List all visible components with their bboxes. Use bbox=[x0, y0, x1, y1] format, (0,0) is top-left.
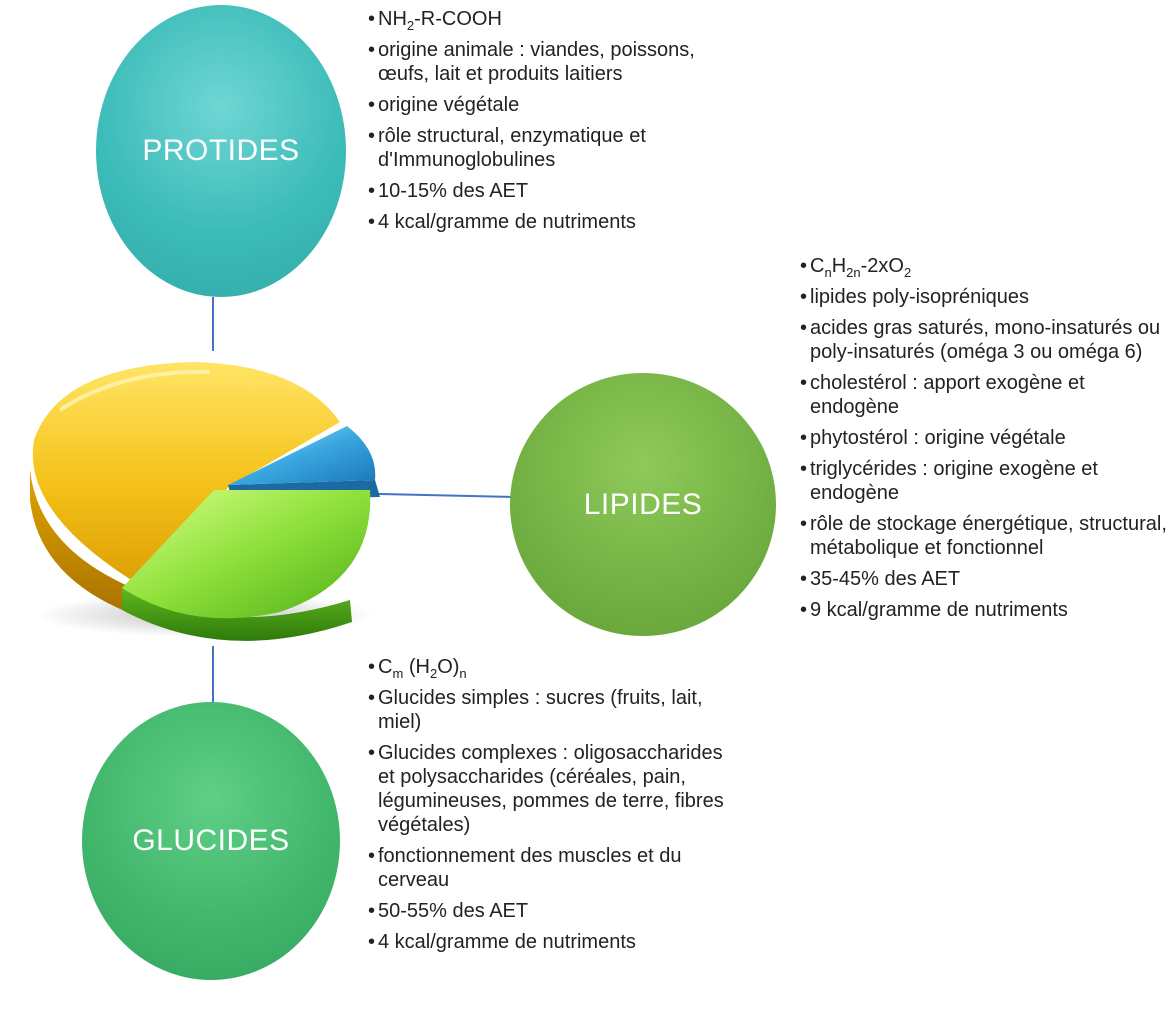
glucides-label: GLUCIDES bbox=[132, 824, 290, 857]
list-item: triglycérides : origine exogène et endog… bbox=[800, 457, 1172, 505]
glucides-formula: Cm (H2O)n bbox=[368, 655, 738, 680]
list-item: Glucides simples : sucres (fruits, lait,… bbox=[368, 686, 738, 734]
pie-slice-green-side bbox=[122, 587, 352, 641]
glucides-circle: GLUCIDES bbox=[82, 702, 340, 980]
list-item: lipides poly-isopréniques bbox=[800, 285, 1172, 309]
pie-slice-blue bbox=[228, 426, 376, 485]
glucides-details: Cm (H2O)n Glucides simples : sucres (fru… bbox=[368, 655, 738, 961]
list-item: rôle de stockage énergétique, structural… bbox=[800, 512, 1172, 560]
lipides-details: CnH2n-2xO2 lipides poly-isopréniques aci… bbox=[800, 254, 1172, 629]
pie-slice-yellow bbox=[32, 362, 340, 600]
list-item: Glucides complexes : oligosaccharides et… bbox=[368, 741, 738, 837]
list-item: 10-15% des AET bbox=[368, 179, 728, 203]
list-item: phytostérol : origine végétale bbox=[800, 426, 1172, 450]
lipides-label: LIPIDES bbox=[583, 487, 703, 521]
list-item: rôle structural, enzymatique et d'Immuno… bbox=[368, 124, 728, 172]
list-item: 50-55% des AET bbox=[368, 899, 738, 923]
lipides-formula: CnH2n-2xO2 bbox=[800, 254, 1172, 279]
list-item: 4 kcal/gramme de nutriments bbox=[368, 210, 728, 234]
list-item: 9 kcal/gramme de nutriments bbox=[800, 598, 1172, 622]
list-item: origine végétale bbox=[368, 93, 728, 117]
protides-formula: NH2-R-COOH bbox=[368, 7, 728, 32]
list-item: 35-45% des AET bbox=[800, 567, 1172, 591]
protides-label: PROTIDES bbox=[142, 134, 300, 167]
list-item: cholestérol : apport exogène et endogène bbox=[800, 371, 1172, 419]
protides-details: NH2-R-COOH origine animale : viandes, po… bbox=[368, 7, 728, 241]
pie-highlight bbox=[58, 369, 211, 412]
list-item: fonctionnement des muscles et du cerveau bbox=[368, 844, 738, 892]
lipides-circle: LIPIDES bbox=[510, 373, 776, 636]
list-item: acides gras saturés, mono-insaturés ou p… bbox=[800, 316, 1172, 364]
pie-slice-green bbox=[122, 490, 371, 619]
list-item: origine animale : viandes, poissons, œuf… bbox=[368, 38, 728, 86]
list-item: 4 kcal/gramme de nutriments bbox=[368, 930, 738, 954]
protides-circle: PROTIDES bbox=[96, 5, 346, 297]
